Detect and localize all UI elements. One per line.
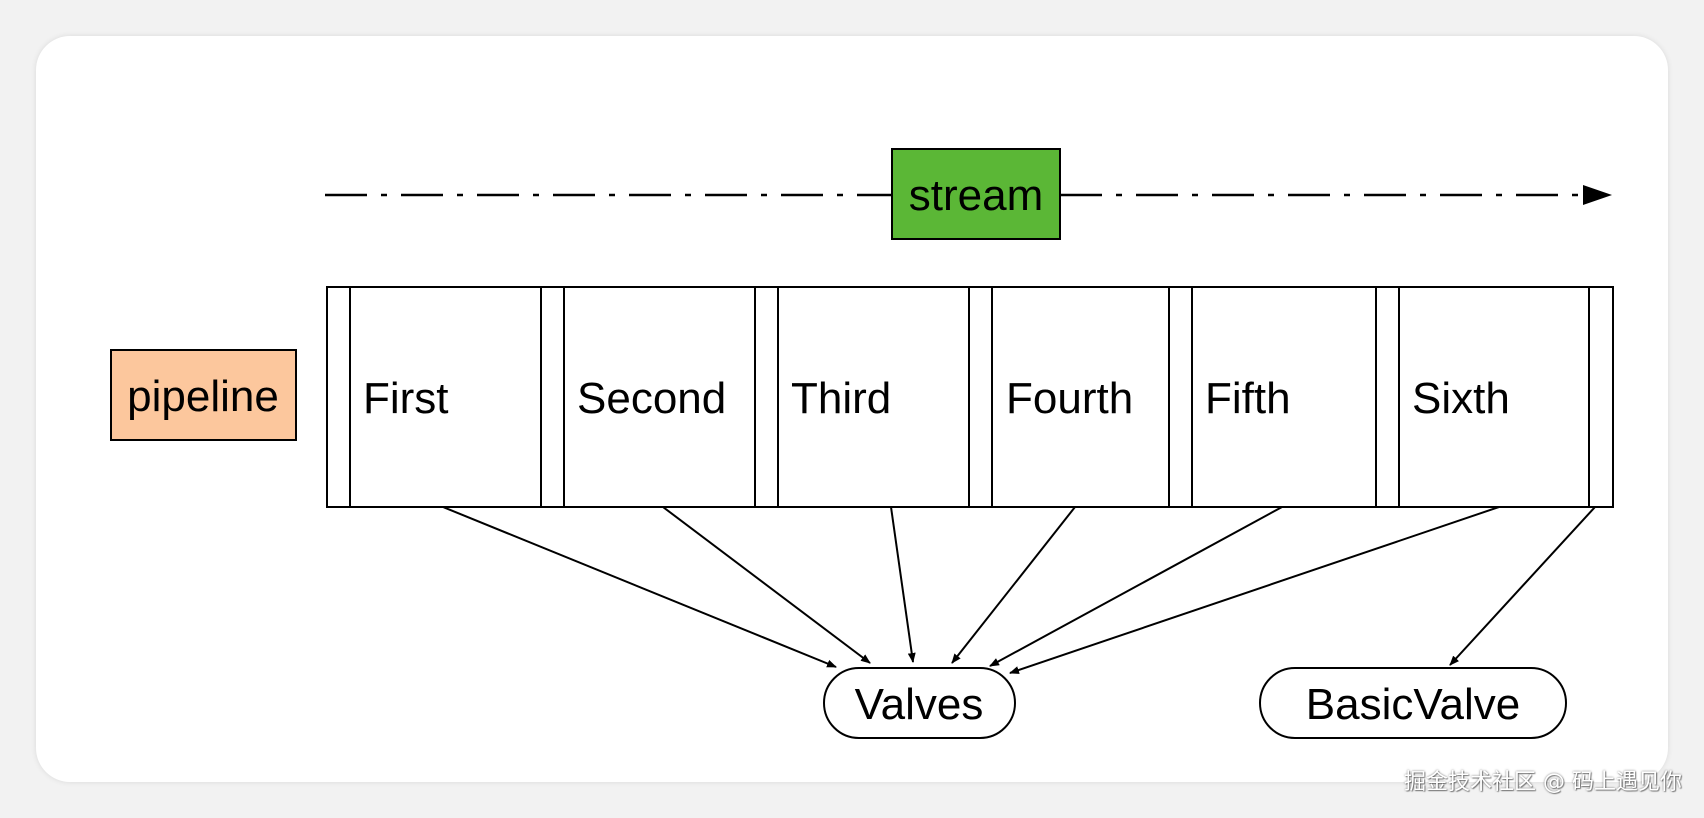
valves-node: Valves — [823, 667, 1016, 739]
stream-flow-line — [325, 185, 1612, 205]
valve-separators — [349, 287, 1590, 507]
basicvalve-node-label: BasicValve — [1306, 680, 1520, 729]
valve-fifth-label: Fifth — [1205, 374, 1291, 423]
stream-label: stream — [909, 171, 1043, 220]
arrow-third-to-valves — [890, 506, 916, 663]
arrow-first-to-valves — [442, 506, 837, 668]
valve-sixth-label: Sixth — [1412, 374, 1510, 423]
valve-arrows — [442, 506, 1596, 674]
valve-second-label: Second — [577, 374, 726, 423]
valves-node-label: Valves — [855, 680, 984, 729]
arrow-fourth-to-valves — [951, 506, 1076, 664]
arrow-end-to-basicvalve — [1449, 506, 1596, 666]
stream-arrow-head — [1583, 185, 1612, 205]
pipeline-label: pipeline — [127, 372, 279, 421]
valve-first-label: First — [363, 374, 449, 423]
stream-node: stream — [891, 148, 1061, 240]
valve-third-label: Third — [791, 374, 891, 423]
basicvalve-node: BasicValve — [1259, 667, 1567, 739]
valve-strip: First Second Third Fourth Fifth Sixth — [326, 286, 1614, 508]
arrow-fifth-to-valves — [989, 506, 1283, 667]
valve-fourth-label: Fourth — [1006, 374, 1133, 423]
pipeline-node: pipeline — [110, 349, 297, 441]
arrow-sixth-to-valves — [1009, 506, 1500, 674]
watermark-text: 掘金技术社区 @ 码上遇见你 — [1404, 770, 1682, 795]
arrow-second-to-valves — [662, 506, 871, 664]
